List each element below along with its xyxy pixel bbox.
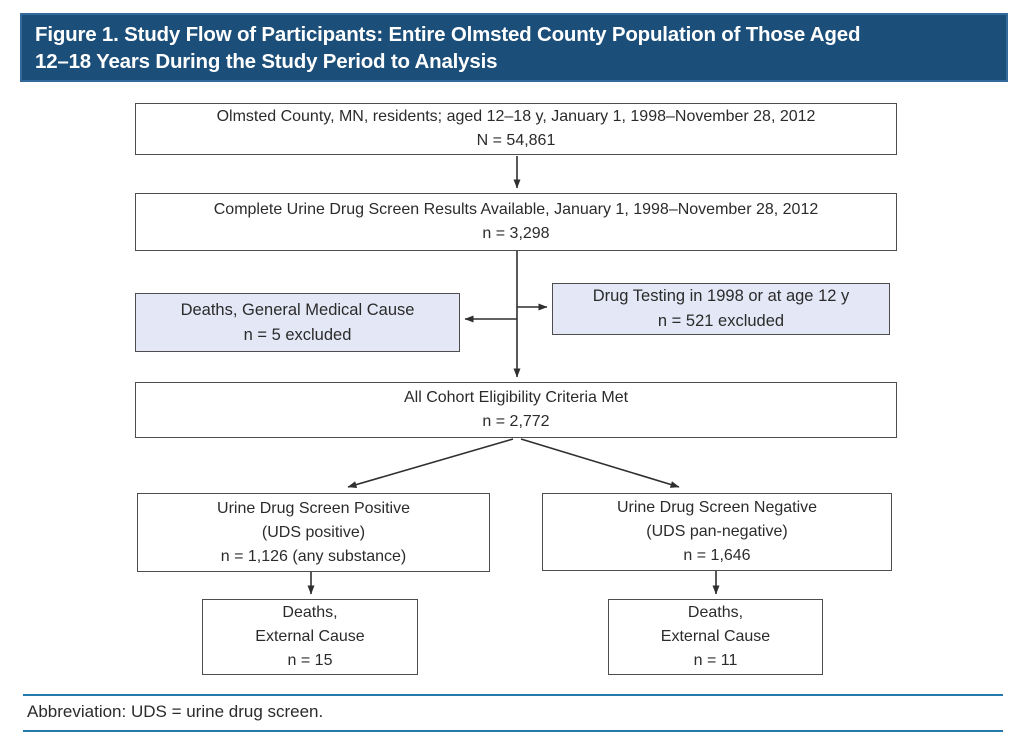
abbreviation-note: Abbreviation: UDS = urine drug screen. [27, 702, 324, 721]
box-eligibility-criteria-met: All Cohort Eligibility Criteria Met n = … [135, 382, 897, 438]
box-population-line-1: Olmsted County, MN, residents; aged 12–1… [216, 108, 816, 125]
figure-title-line-1: Figure 1. Study Flow of Participants: En… [35, 22, 861, 46]
box-drug-testing-excluded-count: n = 521 excluded [657, 312, 785, 330]
box-eligibility-criteria-met-line-1: All Cohort Eligibility Criteria Met [403, 389, 629, 406]
footer-rule-top [23, 694, 1003, 696]
box-uds-negative-line-2: (UDS pan-negative) [646, 523, 788, 540]
box-deaths-external-uds-negative: Deaths, External Cause n = 11 [608, 599, 823, 675]
box-eligibility-criteria-met-count: n = 2,772 [482, 413, 550, 430]
box-population-count: N = 54,861 [476, 132, 556, 149]
box-uds-positive: Urine Drug Screen Positive (UDS positive… [137, 493, 490, 572]
box-uds-results-available-line-1: Complete Urine Drug Screen Results Avail… [213, 201, 819, 218]
box-uds-negative-line-1: Urine Drug Screen Negative [616, 499, 818, 516]
box-deaths-general-medical-line-1: Deaths, General Medical Cause [180, 300, 415, 319]
box-deaths-general-medical: Deaths, General Medical Cause n = 5 excl… [135, 293, 460, 352]
box-uds-positive-count: n = 1,126 (any substance) [220, 547, 407, 565]
footer-rule-bottom [23, 730, 1003, 732]
figure-title-banner: Figure 1. Study Flow of Participants: En… [20, 13, 1008, 82]
box-uds-results-available-count: n = 3,298 [482, 225, 550, 242]
box-population: Olmsted County, MN, residents; aged 12–1… [135, 103, 897, 155]
box-drug-testing-excluded-line-1: Drug Testing in 1998 or at age 12 y [592, 287, 850, 306]
box-deaths-external-uds-negative-line-2: External Cause [660, 628, 771, 645]
box-uds-results-available: Complete Urine Drug Screen Results Avail… [135, 193, 897, 251]
box-deaths-external-uds-negative-line-1: Deaths, [687, 604, 744, 621]
box-deaths-general-medical-count: n = 5 excluded [243, 325, 352, 344]
box-deaths-external-uds-positive-line-2: External Cause [255, 628, 365, 645]
box-uds-negative: Urine Drug Screen Negative (UDS pan-nega… [542, 493, 892, 571]
connector-eligibility-to-uds-negative [520, 438, 680, 488]
box-deaths-external-uds-positive-count: n = 15 [287, 652, 333, 669]
box-uds-negative-count: n = 1,646 [683, 547, 751, 564]
box-deaths-external-uds-positive: Deaths, External Cause n = 15 [202, 599, 418, 675]
box-deaths-external-uds-positive-line-1: Deaths, [282, 604, 338, 621]
figure-title-line-2: 12–18 Years During the Study Period to A… [35, 49, 498, 73]
box-drug-testing-excluded: Drug Testing in 1998 or at age 12 y n = … [552, 283, 890, 335]
box-uds-positive-line-2: (UDS positive) [261, 523, 366, 541]
connector-eligibility-to-uds-positive [347, 438, 514, 488]
box-uds-positive-line-1: Urine Drug Screen Positive [217, 499, 410, 517]
box-deaths-external-uds-negative-count: n = 11 [693, 652, 738, 669]
